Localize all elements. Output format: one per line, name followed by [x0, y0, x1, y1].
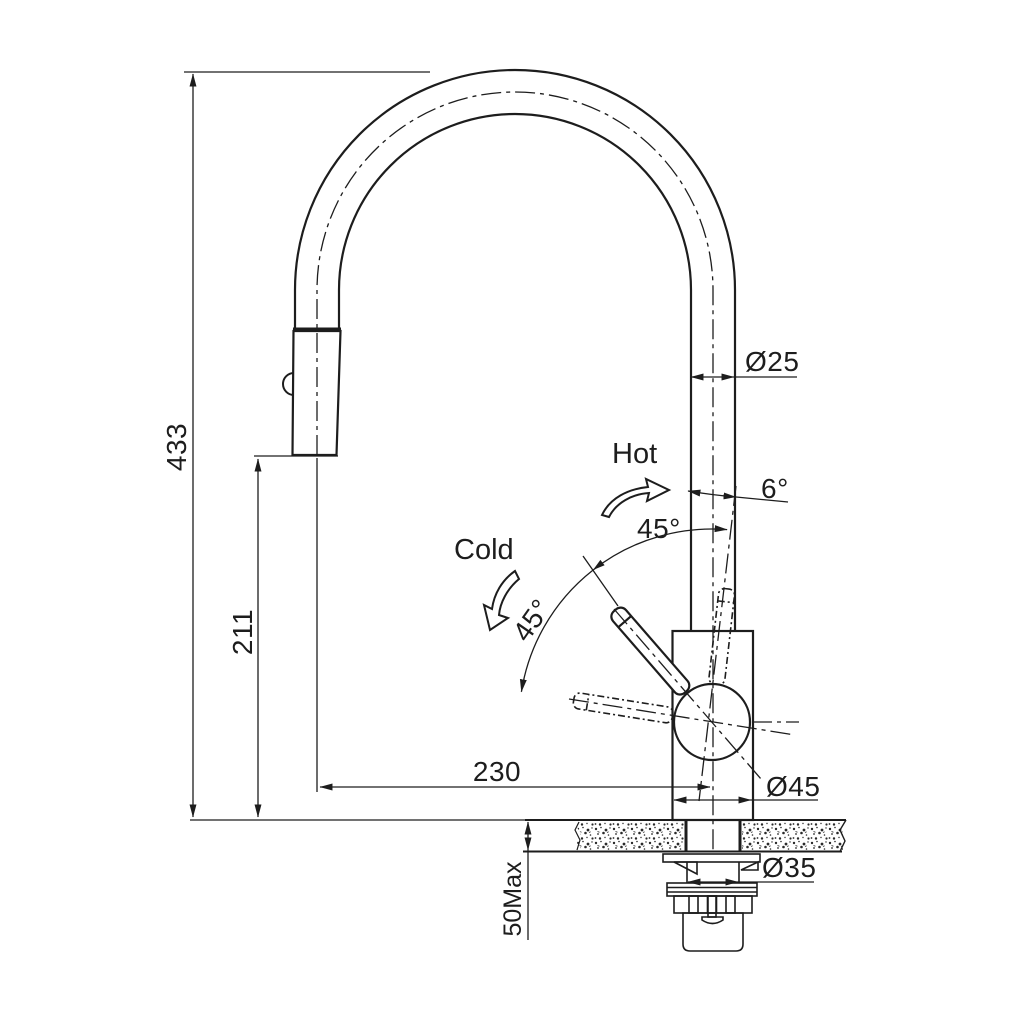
tilt-axis-centerline [698, 485, 737, 802]
dim-text-overall-height: 433 [161, 423, 192, 471]
counter-break-edge-right [839, 819, 847, 852]
handle-solid-45 [610, 606, 691, 696]
spray-head-button [282, 372, 295, 396]
counter-break-edge-left [574, 821, 581, 851]
nut-lug-3 [725, 895, 736, 914]
faucet-outline [282, 68, 755, 822]
dim-text-swing-lower: 45° [507, 593, 558, 647]
fixing-bolt-head [701, 916, 724, 925]
dimension-lines [184, 71, 818, 940]
mounting-bracket [682, 912, 744, 952]
mounting-plate [666, 882, 758, 897]
counter-hatch-left [576, 822, 685, 850]
dim-text-head-height: 211 [227, 609, 258, 655]
tilt-arc-6 [687, 489, 737, 500]
nut-lug-2 [706, 895, 718, 914]
spout-outer-arc [293, 68, 737, 631]
label-cold: Cold [454, 534, 514, 566]
handle-horizontal-axis [568, 698, 796, 736]
counter-hatch-right [742, 822, 843, 850]
fixing-bolt-stem [707, 895, 717, 918]
washer-clip-right [740, 860, 759, 871]
label-hot: Hot [612, 438, 657, 470]
spout-inner-arc [337, 112, 693, 631]
hot-rotation-arrow [600, 477, 672, 519]
cold-rotation-arrow [482, 569, 521, 632]
tilt-leader [735, 496, 789, 503]
nut-lug-1 [688, 895, 699, 914]
dim-text-tilt-angle: 6° [761, 473, 789, 504]
centerlines [316, 91, 799, 853]
horseshoe-washer [662, 853, 761, 863]
angle-annotations [482, 477, 789, 693]
spout-centerline [316, 91, 714, 853]
dim-text-reach: 230 [473, 756, 521, 787]
text-labels: 433 211 230 Ø25 Ø45 Ø35 50Max 6° 45° 45°… [161, 346, 820, 937]
handle-phantom-horizontal [572, 692, 674, 724]
washer-clip-left [673, 861, 698, 876]
countertop [190, 819, 847, 853]
dim-text-spout-diameter: Ø25 [745, 346, 799, 377]
spray-head [291, 329, 342, 457]
swing-radius-line [582, 555, 619, 607]
dim-text-swing-upper: 45° [637, 513, 681, 544]
dim-text-body-diameter: Ø45 [766, 771, 820, 802]
locking-nut [673, 895, 753, 914]
mounting-hardware [662, 853, 761, 952]
dim-text-hole-diameter: Ø35 [762, 852, 816, 883]
swing-arc-mid-arrow [593, 559, 605, 570]
dim-text-counter-thickness: 50Max [499, 861, 527, 937]
